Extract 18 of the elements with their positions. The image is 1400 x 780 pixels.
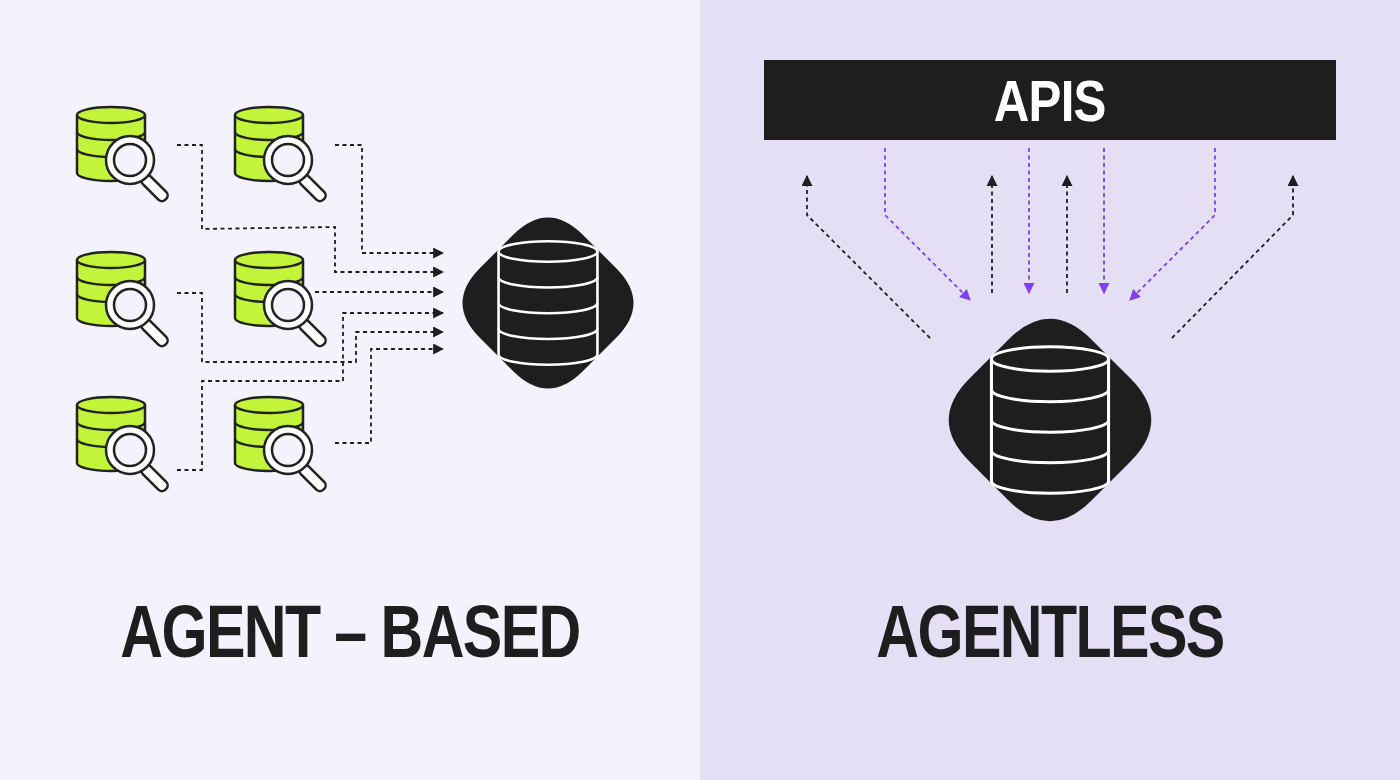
dashed-arrow: [1098, 147, 1110, 295]
dashed-arrow: [801, 174, 931, 339]
dashed-arrow: [1023, 147, 1035, 295]
dashed-arrow: [334, 343, 445, 444]
bar-label: APIS: [994, 66, 1106, 134]
dashed-arrow: [986, 174, 998, 294]
section-title: AGENT – BASED: [119, 595, 581, 669]
dashed-arrow: [334, 144, 445, 259]
api-bar: [764, 60, 1336, 140]
dashed-arrow: [1061, 174, 1073, 294]
dashed-arrow: [1171, 174, 1299, 339]
section-title: AGENTLESS: [875, 595, 1225, 669]
dashed-arrow: [176, 144, 445, 278]
dashed-arrow: [314, 286, 445, 298]
dashed-arrow: [884, 147, 971, 301]
dashed-arrow: [176, 307, 445, 471]
dashed-arrow: [1129, 147, 1216, 301]
dashed-arrow: [176, 292, 445, 363]
